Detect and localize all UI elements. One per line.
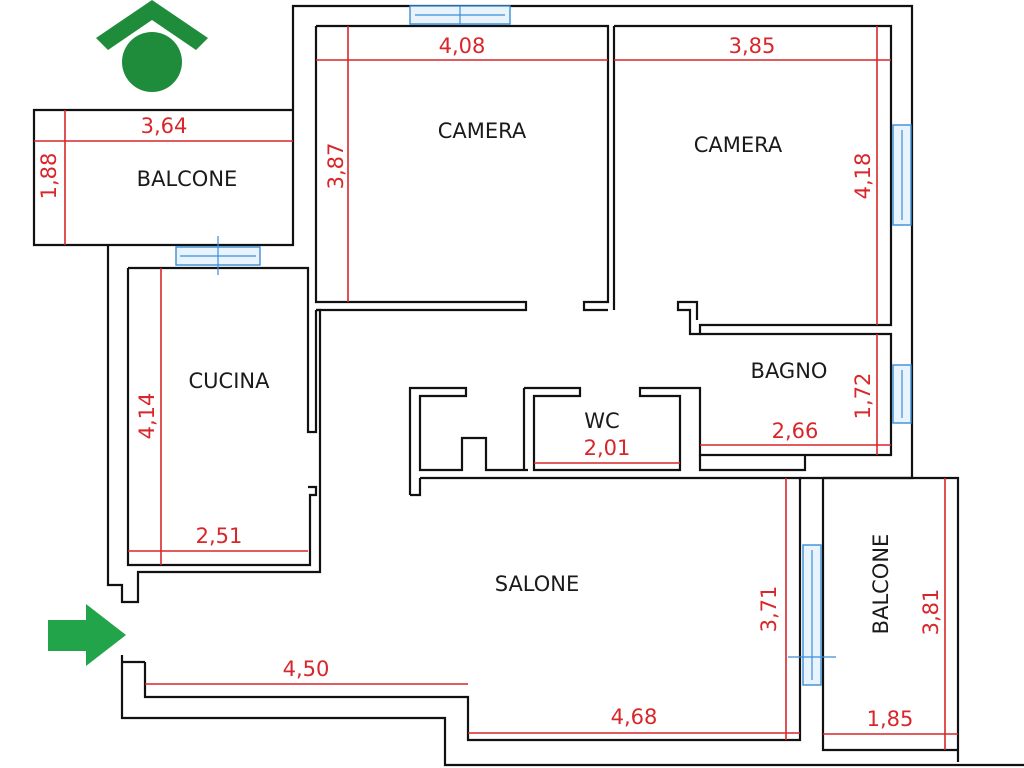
outer-walls: [32, 4, 1024, 767]
dim-salone-width-left: 4,50: [283, 657, 330, 681]
room-label-bagno: BAGNO: [751, 359, 828, 383]
room-label-camera-right: CAMERA: [694, 133, 783, 157]
window-bagno: [892, 364, 912, 424]
dim-balcone-top-height: 1,88: [37, 153, 61, 200]
dim-bagno-width: 2,66: [772, 419, 819, 443]
room-labels: BALCONE CAMERA CAMERA CUCINA BAGNO WC SA…: [137, 119, 893, 634]
dim-camera-left-height: 3,87: [324, 143, 348, 190]
dimension-lines: [34, 26, 958, 750]
dim-salone-height: 3,71: [757, 586, 781, 633]
dim-balcone-top-width: 3,64: [141, 114, 188, 138]
window-camera-right: [892, 124, 912, 226]
room-label-balcone-top: BALCONE: [137, 167, 238, 191]
dim-cucina-height: 4,14: [135, 393, 159, 440]
dim-bagno-height: 1,72: [851, 373, 875, 420]
window-balcone-top: [175, 236, 261, 275]
room-label-cucina: CUCINA: [189, 369, 271, 393]
entrance-arrow-icon: [48, 604, 126, 666]
windows: [175, 5, 912, 686]
dim-camera-right-height: 4,18: [851, 153, 875, 200]
dim-camera-left-width: 4,08: [439, 34, 486, 58]
dim-balcone-right-width: 1,85: [867, 707, 914, 731]
house-logo-icon: [96, 0, 208, 92]
room-label-balcone-right: BALCONE: [869, 534, 893, 635]
dim-balcone-right-height: 3,81: [919, 589, 943, 636]
room-label-wc: WC: [584, 409, 619, 433]
window-salone: [788, 544, 836, 686]
dim-wc-width: 2,01: [584, 436, 631, 460]
window-camera-left: [409, 5, 511, 25]
dim-cucina-width: 2,51: [196, 524, 243, 548]
dim-salone-width-bottom: 4,68: [611, 705, 658, 729]
interior-walls: [126, 24, 893, 567]
room-label-salone: SALONE: [495, 572, 580, 596]
room-label-camera-left: CAMERA: [438, 119, 527, 143]
dim-camera-right-width: 3,85: [729, 34, 776, 58]
dimension-labels: 4,08 3,87 3,85 4,18 3,64 1,88 4,14 2,51 …: [37, 34, 943, 731]
